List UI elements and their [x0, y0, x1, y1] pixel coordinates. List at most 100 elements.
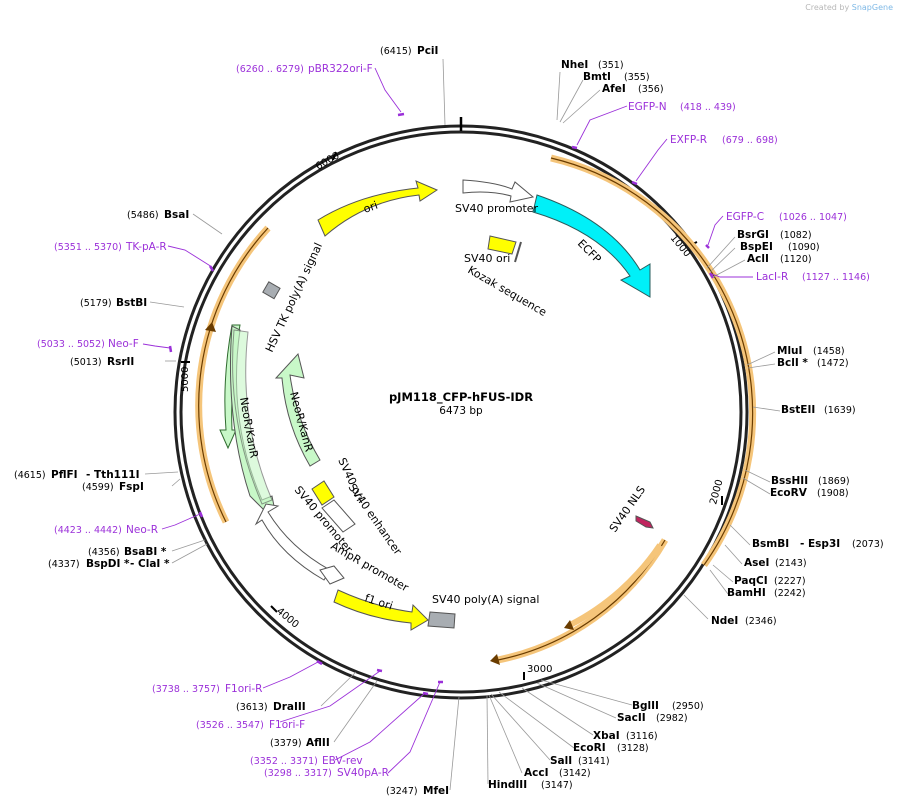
- site-bglii[interactable]: BglII: [632, 700, 659, 712]
- site-aflii[interactable]: AflII: [306, 737, 330, 749]
- site-acci-pos: (3142): [559, 768, 591, 779]
- site-paqci[interactable]: PaqCI: [734, 575, 768, 587]
- site-acci[interactable]: AccI: [524, 767, 548, 779]
- primer-ebvrev-pos: (3352 .. 3371): [250, 756, 318, 767]
- site-bcli[interactable]: BclI *: [777, 357, 808, 369]
- site-pflfi-pos: (4615): [14, 470, 46, 481]
- outer-feature-arc-3: [568, 543, 663, 628]
- tick-4000: 4000: [274, 606, 301, 631]
- site-bsabi-pos: (4356): [88, 547, 120, 558]
- site-hindiii[interactable]: HindIII: [488, 779, 527, 791]
- site-xbai[interactable]: XbaI: [593, 730, 620, 742]
- primer-neor-pos: (4423 .. 4442): [54, 525, 122, 536]
- site-bspei[interactable]: BspEI: [740, 241, 773, 253]
- site-paqci-pos: (2227): [774, 576, 806, 587]
- site-mfei[interactable]: MfeI: [423, 785, 449, 797]
- primer-egfpn[interactable]: EGFP-N: [628, 101, 667, 113]
- primer-neof[interactable]: Neo-F: [108, 338, 139, 350]
- site-bglii-pos: (2950): [672, 701, 704, 712]
- ori-arrow: [317, 180, 439, 237]
- primer-ebvrev[interactable]: EBV-rev: [322, 755, 363, 767]
- site-bmti[interactable]: BmtI: [583, 71, 611, 83]
- site-bspei-pos: (1090): [788, 242, 820, 253]
- kozak-marker: [514, 241, 522, 263]
- site-acli[interactable]: AclI: [747, 253, 769, 265]
- site-acli-pos: (1120): [780, 254, 812, 265]
- site-bsteii[interactable]: BstEII: [781, 404, 815, 416]
- site-rsrii[interactable]: RsrII: [107, 356, 134, 368]
- site-ecori[interactable]: EcoRI: [573, 742, 606, 754]
- primer-exfpr[interactable]: EXFP-R: [670, 134, 707, 146]
- site-rsrii-pos: (5013): [70, 357, 102, 368]
- feature-label-sv40-ori-top: SV40 ori: [464, 252, 510, 265]
- site-bspdi[interactable]: BspDI *: [86, 558, 130, 570]
- primer-tkpar-pos: (5351 .. 5370): [54, 242, 122, 253]
- neo-inner-arrow: [274, 352, 321, 467]
- primer-egfpc[interactable]: EGFP-C: [726, 211, 764, 223]
- site-bstbi-pos: (5179): [80, 298, 112, 309]
- feature-label-sv40-promoter-top: SV40 promoter: [455, 202, 539, 215]
- site-mlui[interactable]: MluI: [777, 345, 802, 357]
- site-bsmbi[interactable]: BsmBI: [752, 538, 789, 550]
- sv40-ori-inner-box: [311, 480, 335, 506]
- ampr-promoter-arrow: [319, 565, 345, 585]
- primer-sv40par[interactable]: SV40pA-R: [337, 767, 389, 779]
- site-bsai-pos: (5486): [127, 210, 159, 221]
- site-leaders: [144, 58, 781, 791]
- primer-f1orif[interactable]: F1ori-F: [269, 719, 305, 731]
- site-bsshii-pos: (1869): [818, 476, 850, 487]
- primer-egfpn-pos: (418 .. 439): [680, 102, 736, 113]
- site-bamhi[interactable]: BamHI: [727, 587, 766, 599]
- primer-ticks: [168, 112, 715, 696]
- site-xbai-pos: (3116): [626, 731, 658, 742]
- primer-egfpc-pos: (1026 .. 1047): [779, 212, 847, 223]
- site-mfei-pos: (3247): [386, 786, 418, 797]
- site-esp3i[interactable]: - Esp3I: [800, 538, 840, 550]
- site-bsshii[interactable]: BssHII: [771, 475, 808, 487]
- hsv-tk-box: [262, 281, 281, 300]
- site-afei-pos: (356): [638, 84, 664, 95]
- feature-label-ori: ori: [362, 199, 380, 216]
- site-bsrgi[interactable]: BsrGI: [737, 229, 769, 241]
- site-fspi-pos: (4599): [82, 482, 114, 493]
- sv40-nls-arrow: [635, 515, 654, 529]
- site-ecori-pos: (3128): [617, 743, 649, 754]
- site-asei-pos: (2143): [775, 558, 807, 569]
- tick-3000: 3000: [527, 664, 552, 675]
- site-ecorv[interactable]: EcoRV: [770, 487, 808, 499]
- primer-sv40par-pos: (3298 .. 3317): [264, 768, 332, 779]
- sv40-promoter-inner-arrow: [254, 503, 331, 581]
- credit-text: Created by: [805, 3, 850, 12]
- site-bsteii-pos: (1639): [824, 405, 856, 416]
- site-sali[interactable]: SalI: [550, 755, 572, 767]
- site-bsabi[interactable]: BsaBI *: [124, 546, 167, 558]
- site-bspdi-pos: (4337): [48, 559, 80, 570]
- primer-f1orir[interactable]: F1ori-R: [225, 683, 262, 695]
- site-afei[interactable]: AfeI: [602, 83, 626, 95]
- site-pflfi[interactable]: PflFI: [51, 469, 78, 481]
- backbone-inner: [179, 130, 743, 694]
- site-bsmbi-pos: (2073): [852, 539, 884, 550]
- site-asei[interactable]: AseI: [744, 557, 769, 569]
- site-pcii[interactable]: PciI: [417, 45, 438, 57]
- site-bstbi[interactable]: BstBI: [116, 297, 147, 309]
- site-fspi[interactable]: FspI: [119, 481, 144, 493]
- snapgene-logo: SnapGene: [851, 3, 893, 12]
- feature-label-sv40-nls: SV40 NLS: [607, 484, 648, 535]
- site-bamhi-pos: (2242): [774, 588, 806, 599]
- site-bmti-pos: (355): [624, 72, 650, 83]
- site-ndei[interactable]: NdeI: [711, 615, 738, 627]
- site-tth111i[interactable]: - Tth111I: [86, 469, 140, 481]
- arc2-head: [490, 654, 500, 665]
- site-draiii[interactable]: DraIII: [273, 701, 306, 713]
- primer-neor[interactable]: Neo-R: [126, 524, 158, 536]
- site-bsai[interactable]: BsaI: [164, 209, 189, 221]
- site-sali-pos: (3141): [578, 756, 610, 767]
- primer-lacir[interactable]: LacI-R: [756, 271, 788, 283]
- primer-tkpar[interactable]: TK-pA-R: [125, 241, 167, 253]
- site-sacii[interactable]: SacII: [617, 712, 646, 724]
- site-nhei[interactable]: NheI: [561, 59, 588, 71]
- primer-pbr322[interactable]: pBR322ori-F: [308, 63, 373, 75]
- site-clai[interactable]: - ClaI *: [130, 558, 170, 570]
